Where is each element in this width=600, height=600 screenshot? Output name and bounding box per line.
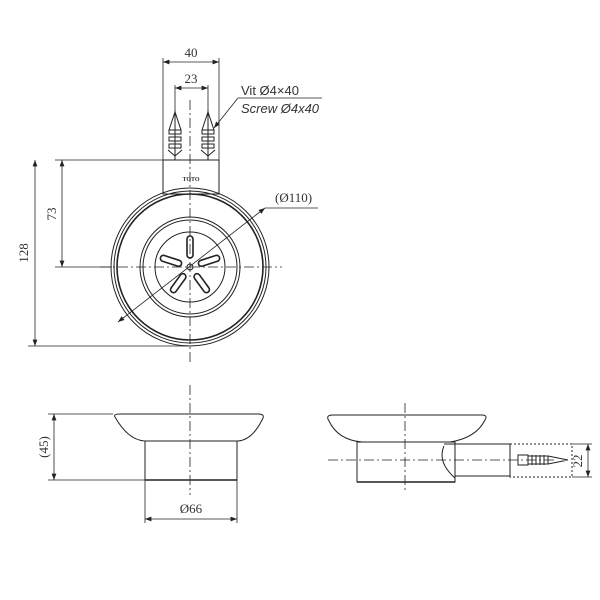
screw-label-vi: Vit Ø4×40 <box>241 83 299 98</box>
dim-dish-height: (45) <box>36 436 51 458</box>
front-view: TOTO <box>100 100 282 362</box>
brand-logo: TOTO <box>182 177 199 183</box>
screw-label-en: Screw Ø4x40 <box>241 101 320 116</box>
dim-total-height: 128 <box>16 243 31 263</box>
base-profile <box>144 440 238 481</box>
screw-anchor-right <box>200 110 216 160</box>
side-view: (45) Ø66 <box>36 385 264 523</box>
screw-side <box>517 454 569 466</box>
dim-center-height: 73 <box>44 208 59 221</box>
profile-view: 22 <box>327 403 592 490</box>
dim-base-diameter: Ø66 <box>180 501 203 516</box>
dish-side-profile <box>327 414 487 443</box>
screw-anchor-left <box>167 110 183 160</box>
dim-bracket-width: 40 <box>185 45 198 60</box>
dim-screw-spacing: 23 <box>185 71 198 86</box>
dish-profile <box>114 413 264 442</box>
dim-bracket-depth: 22 <box>570 455 585 468</box>
dim-dish-diameter: (Ø110) <box>275 190 312 205</box>
front-dimensions: 40 23 Vit Ø4×40 Screw Ø4x40 73 128 (Ø110… <box>16 45 322 347</box>
